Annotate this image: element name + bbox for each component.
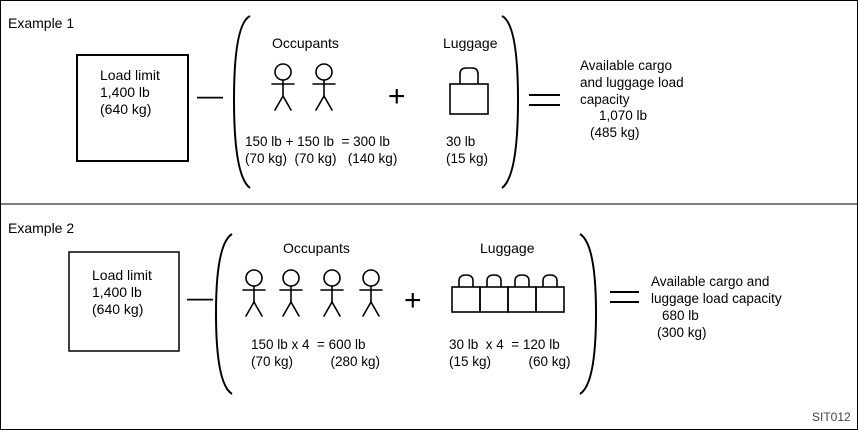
example-2-result-lb: 680 lb [662,308,699,323]
example-2-minus-sign: — [187,282,213,312]
example-2-load-limit-title: Load limit [92,267,152,283]
example-1-plus-sign: + [388,80,406,113]
example-2-luggage-heading: Luggage [480,240,535,256]
example-2-equals-sign [610,291,639,303]
example-2-load-limit-box [68,251,180,352]
example-2-occupants-calc-lb: 150 lb x 4 = 600 lb [251,337,365,352]
example-1-person-icon-2 [312,63,336,111]
example-1-minus-sign: — [197,80,223,110]
example-2-occupants-calc-kg: (70 kg) (280 kg) [251,354,380,369]
example-2-luggage-icon-1 [451,274,481,313]
example-1: Example 1 Load limit 1,400 lb (640 kg) —… [8,15,684,189]
example-2-luggage-icons [451,274,565,313]
example-2: Example 2 Load limit 1,400 lb (640 kg) —… [8,220,782,395]
example-2-load-limit-kg: (640 kg) [92,301,143,317]
example-1-luggage-heading: Luggage [443,35,498,51]
example-2-person-icon-2 [279,269,303,317]
example-1-right-paren [501,15,520,189]
example-1-title: Example 1 [8,15,74,31]
example-2-load-limit-lb: 1,400 lb [92,284,142,300]
example-1-result-kg: (485 kg) [590,125,640,140]
example-1-load-limit-kg: (640 kg) [100,101,151,117]
example-2-luggage-icon-3 [507,274,537,313]
example-1-result-line-3: capacity [580,92,630,107]
example-2-occupants-heading: Occupants [283,240,350,256]
example-2-person-icon-4 [359,269,383,317]
example-1-occupants-calc-lb: 150 lb + 150 lb = 300 lb [245,134,390,149]
example-1-left-paren [232,15,251,189]
example-1-result-line-1: Available cargo [580,58,672,73]
example-2-title: Example 2 [8,220,74,236]
example-2-plus-sign: + [404,284,422,317]
example-2-result-kg: (300 kg) [657,325,707,340]
example-2-result-line-1: Available cargo and [651,274,769,289]
example-1-result-lb: 1,070 lb [599,108,647,123]
example-2-luggage-lb: 30 lb x 4 = 120 lb [449,337,560,352]
example-2-person-icon-3 [320,269,344,317]
example-1-luggage-kg: (15 kg) [446,151,488,166]
example-1-load-limit-box [76,54,189,162]
example-2-result-line-2: luggage load capacity [651,291,782,306]
example-1-occupants-heading: Occupants [272,35,339,51]
example-1-equals-sign [529,94,560,106]
example-1-load-limit-lb: 1,400 lb [100,84,150,100]
example-2-luggage-icon-4 [535,274,565,313]
example-1-person-icon-1 [271,63,295,111]
example-2-left-paren [214,233,233,395]
example-1-luggage-icon [449,67,489,115]
example-2-luggage-icon-2 [479,274,509,313]
example-2-luggage-kg: (15 kg) (60 kg) [449,354,571,369]
example-1-result-line-2: and luggage load [580,75,684,90]
example-1-occupants-calc-kg: (70 kg) (70 kg) (140 kg) [245,151,397,166]
example-1-load-limit-title: Load limit [100,67,160,83]
example-2-right-paren [579,233,598,395]
example-1-luggage-lb: 30 lb [446,134,475,149]
figure-code: SIT012 [812,410,851,424]
example-2-person-icon-1 [242,269,266,317]
